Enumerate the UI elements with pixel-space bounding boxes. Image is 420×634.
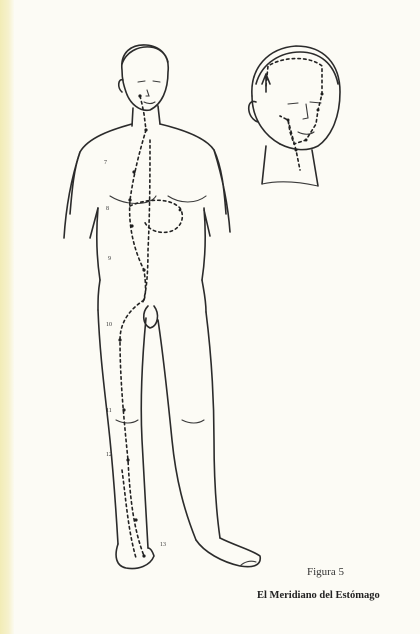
- point-label: 11: [106, 408, 112, 414]
- meridian-chest-line: [130, 130, 146, 300]
- figure-title: El Meridiano del Estómago: [257, 590, 380, 601]
- meridian-leg-line: [120, 300, 144, 556]
- point-labels: 7 8 9 10 11 12 13: [104, 160, 166, 548]
- meridian-stomach-loop: [130, 200, 182, 232]
- stomach-meridian-body: [118, 94, 182, 558]
- figure-number: Figura 5: [307, 566, 344, 578]
- point-label: 9: [108, 256, 111, 262]
- point-label: 8: [106, 206, 109, 212]
- meridian-inner-trunk: [142, 140, 150, 304]
- body-figure: [64, 45, 260, 569]
- point-label: 13: [160, 542, 166, 548]
- point-label: 12: [106, 452, 112, 458]
- body-right-arm: [204, 150, 230, 236]
- head-inset: [249, 46, 340, 186]
- point-label: 10: [106, 322, 112, 328]
- meridian-face-inset: [266, 59, 322, 145]
- body-right-leg: [158, 312, 220, 540]
- body-left-leg: [98, 310, 148, 548]
- point-label: 7: [104, 160, 107, 166]
- meridian-face-line: [140, 96, 146, 130]
- body-right-foot: [196, 538, 260, 567]
- body-left-arm: [64, 152, 98, 238]
